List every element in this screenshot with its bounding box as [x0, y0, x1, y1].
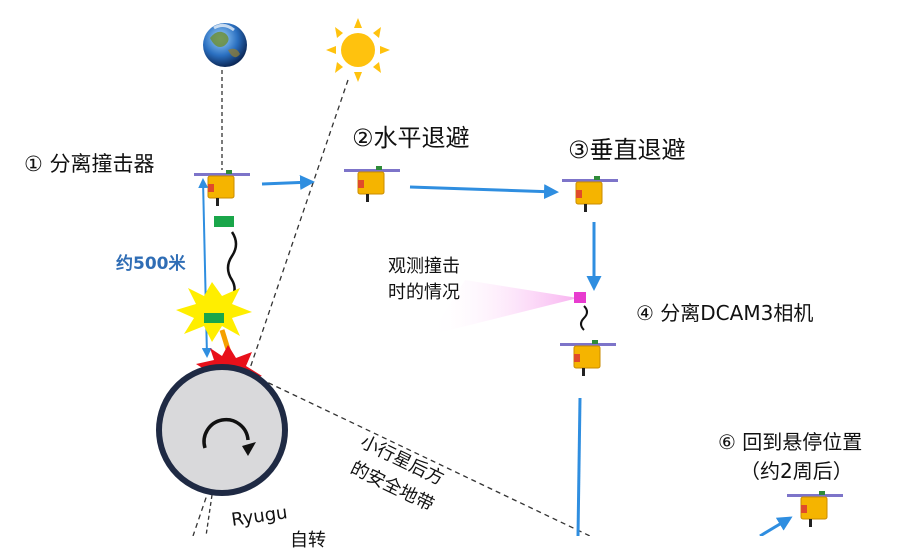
arrow-step2-to-3 — [409, 184, 559, 200]
earth-line-lower — [205, 494, 213, 536]
hayabusa2-impact-diagram — [156, 18, 844, 536]
step4-label: ④ 分离DCAM3相机 — [636, 301, 814, 325]
step6-label-line2: （约2周后） — [740, 459, 853, 483]
impactor-icon — [214, 216, 234, 227]
distance-label: 约500米 — [116, 254, 186, 274]
observe-label-line1: 观测撞击 — [388, 256, 460, 277]
spacecraft-icon — [561, 175, 619, 213]
spacecraft-icon — [343, 165, 401, 203]
asteroid-rotation-label: 自转 — [290, 530, 326, 551]
observe-label-line2: 时的情况 — [388, 282, 460, 303]
spacecraft-icon — [559, 339, 617, 377]
arrow-step4-down — [576, 397, 582, 536]
arrow-to-step6 — [759, 516, 793, 536]
step6-label-line1: ⑥ 回到悬停位置 — [718, 430, 863, 454]
arrow-step1-to-2 — [261, 174, 315, 190]
dcam3-icon — [574, 292, 586, 303]
explosion-icon — [176, 282, 252, 342]
rotation-arrow-icon — [202, 417, 250, 449]
asteroid-ryugu — [156, 364, 288, 496]
step2-label: ②水平退避 — [352, 124, 470, 152]
dcam-view-cone — [430, 280, 578, 335]
sun-icon — [326, 18, 390, 82]
earth-icon — [203, 23, 247, 67]
step3-label: ③垂直退避 — [568, 136, 686, 164]
dcam3-tether — [580, 305, 588, 331]
spacecraft-icon — [786, 490, 844, 528]
step1-label: ① 分离撞击器 — [24, 152, 155, 176]
